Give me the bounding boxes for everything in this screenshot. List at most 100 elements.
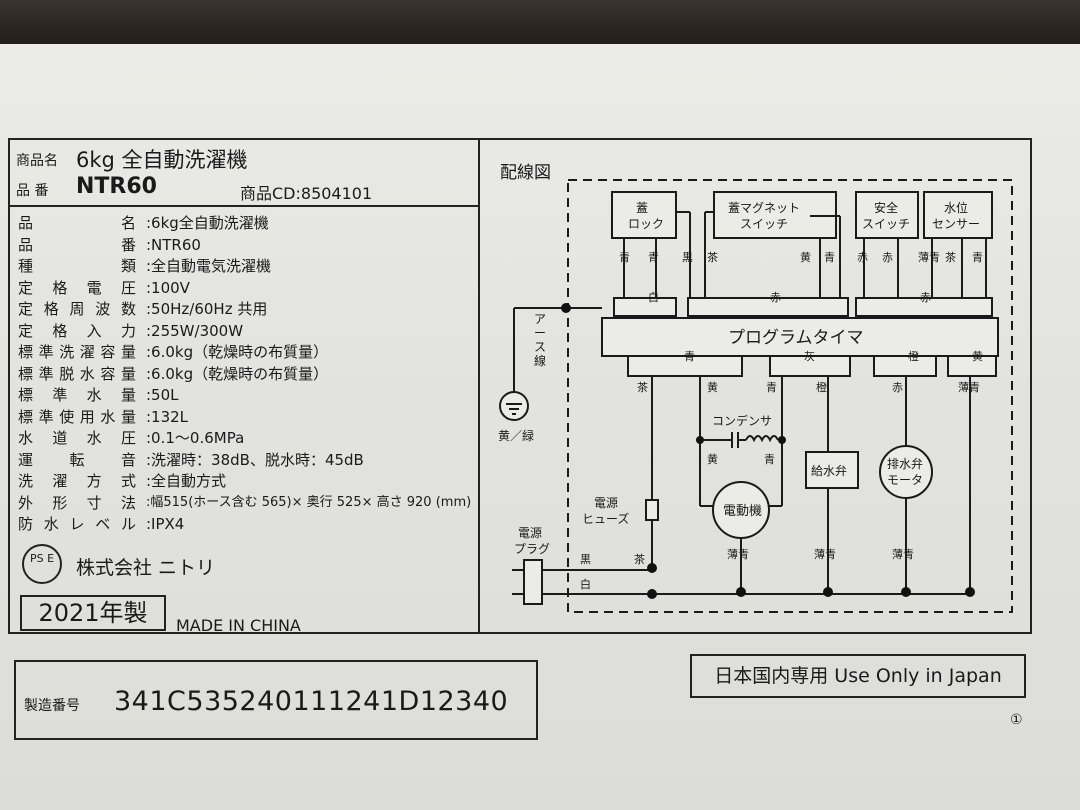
spec-value: :132L [146, 407, 189, 426]
earth-color: 黄／緑 [498, 428, 534, 443]
timer-label: プログラムタイマ [728, 328, 864, 348]
wire-color-top: 黄 [800, 250, 811, 264]
bus-top-color: 赤 [920, 291, 931, 304]
spec-row: 品名 :6kg全自動洗濯機 [18, 213, 478, 233]
bus-top-color: 赤 [770, 291, 781, 304]
spec-row: 水道水圧 :0.1〜0.6MPa [18, 428, 478, 448]
model-number: NTR60 [76, 174, 157, 199]
fuse-label-2: ヒューズ [582, 511, 629, 526]
company-name: 株式会社 ニトリ [76, 557, 216, 579]
spec-value: :0.1〜0.6MPa [146, 429, 245, 447]
serial-key: 製造番号 [24, 698, 80, 714]
spec-row: 品番 :NTR60 [18, 235, 478, 255]
spec-row: 防水レベル:IPX4 [18, 514, 478, 534]
earth-line-3: ス [534, 340, 546, 354]
spec-key: 標準水量 [18, 386, 136, 404]
spec-key: 標準使用水量 [18, 407, 136, 426]
wire-color-top: 赤 [882, 251, 893, 264]
wire-color-top: 薄青 [918, 250, 940, 264]
lid-lock-label-2: ロック [628, 217, 664, 231]
lid-lock-label-1: 蓋 [636, 201, 648, 215]
label-plate [0, 44, 1080, 810]
plug-label-1: 電源 [518, 526, 542, 540]
spec-key: 水道水圧 [18, 429, 136, 447]
product-cd: 商品CD:8504101 [240, 184, 373, 203]
made-in: MADE IN CHINA [176, 616, 301, 635]
bus-top-color: 白 [648, 290, 659, 304]
spec-key: 定格周波数 [18, 300, 136, 318]
spec-key: 標準脱水容量 [18, 364, 136, 383]
spec-frame [8, 138, 1032, 634]
lid-magnet-label-2: スイッチ [740, 217, 788, 231]
spec-row: 標準脱水容量 :6.0kg（乾燥時の布質量） [18, 364, 478, 384]
lid-magnet-label-1: 蓋マグネット [728, 201, 800, 215]
capacitor-wire-color: 黄 [707, 452, 718, 466]
bus-bottom-color: 灰 [804, 349, 815, 363]
drain-label-1: 排水弁 [887, 456, 923, 471]
outlet-wire-color: 薄青 [727, 547, 749, 561]
spec-row: 定格周波数 :50Hz/60Hz 共用 [18, 299, 478, 319]
plug-label-2: プラグ [514, 542, 550, 556]
wire-color-bottom: 橙 [816, 380, 827, 394]
safety-label-1: 安全 [874, 200, 898, 215]
spec-row: 標準水量 :50L [18, 385, 478, 405]
wire-color-top: 赤 [857, 251, 868, 264]
spec-value: :IPX4 [146, 515, 185, 533]
model-key: 品 番 [16, 183, 49, 199]
supply-white: 白 [580, 577, 591, 591]
supply-brown: 茶 [634, 553, 645, 566]
wiring-title: 配線図 [500, 163, 551, 183]
wire-color-bottom: 黄 [707, 380, 718, 394]
spec-key: 種類 [18, 257, 136, 275]
spec-value: :全自動方式 [146, 472, 227, 490]
earth-line-2: ー [534, 326, 546, 340]
bus-bottom-color: 青 [684, 350, 695, 363]
spec-row: 標準洗濯容量 :6.0kg（乾燥時の布質量） [18, 342, 478, 362]
spec-key: 標準洗濯容量 [18, 343, 136, 361]
capacitor-label: コンデンサ [712, 413, 772, 428]
serial-number: 341C535240111241D12340 [114, 686, 509, 717]
spec-value: :255W/300W [146, 321, 244, 340]
wire-color-top: 青 [972, 251, 983, 264]
spec-key: 定格入力 [18, 321, 136, 340]
wire-color-top: 青 [824, 251, 835, 264]
wire-color-top: 茶 [945, 251, 956, 264]
spec-value: :50Hz/60Hz 共用 [146, 300, 268, 318]
spec-value: :全自動電気洗濯機 [146, 257, 272, 275]
safety-label-2: スイッチ [862, 217, 910, 231]
wire-color-bottom: 青 [766, 381, 777, 394]
spec-row: 定格電圧:100V [18, 278, 478, 298]
pse-mark: PS E [22, 544, 62, 584]
capacitor-wire-color: 青 [764, 453, 775, 466]
wire-color-bottom: 赤 [892, 381, 903, 394]
motor-label: 電動機 [723, 504, 762, 519]
spec-value: :50L [146, 386, 179, 404]
outlet-wire-color: 薄青 [814, 547, 836, 561]
wire-color-top: 青 [619, 251, 630, 264]
spec-key: 品名 [18, 214, 136, 232]
spec-row: 外形寸法:幅515(ホース含む 565)× 奥行 525× 高さ 920 (mm… [18, 493, 478, 513]
wire-color-top: 茶 [707, 251, 718, 264]
spec-value: :NTR60 [146, 235, 201, 254]
product-name: 6kg 全自動洗濯機 [76, 148, 248, 172]
wire-color-top: 青 [648, 251, 659, 264]
spec-value: :洗濯時：38dB、脱水時：45dB [146, 450, 364, 469]
level-label-2: センサー [932, 217, 980, 231]
spec-key: 品番 [18, 235, 136, 254]
wire-color-bottom: 茶 [637, 381, 648, 394]
supply-black: 黒 [580, 553, 591, 566]
spec-value: :6.0kg（乾燥時の布質量） [146, 343, 329, 361]
earth-line-1: ア [534, 312, 546, 326]
spec-row: 洗濯方式 :全自動方式 [18, 471, 478, 491]
circle-one-mark: ① [1010, 712, 1023, 728]
wire-color-bottom: 薄青 [958, 380, 980, 394]
spec-key: 洗濯方式 [18, 472, 136, 490]
header-divider [8, 205, 480, 207]
spec-row: 運転音:洗濯時：38dB、脱水時：45dB [18, 450, 478, 470]
level-label-1: 水位 [944, 200, 968, 215]
spec-value: :6kg全自動洗濯機 [146, 214, 269, 232]
fuse-label-1: 電源 [594, 496, 618, 510]
spec-value: :6.0kg（乾燥時の布質量） [146, 364, 329, 383]
manufacture-year: 2021年製 [20, 595, 166, 631]
